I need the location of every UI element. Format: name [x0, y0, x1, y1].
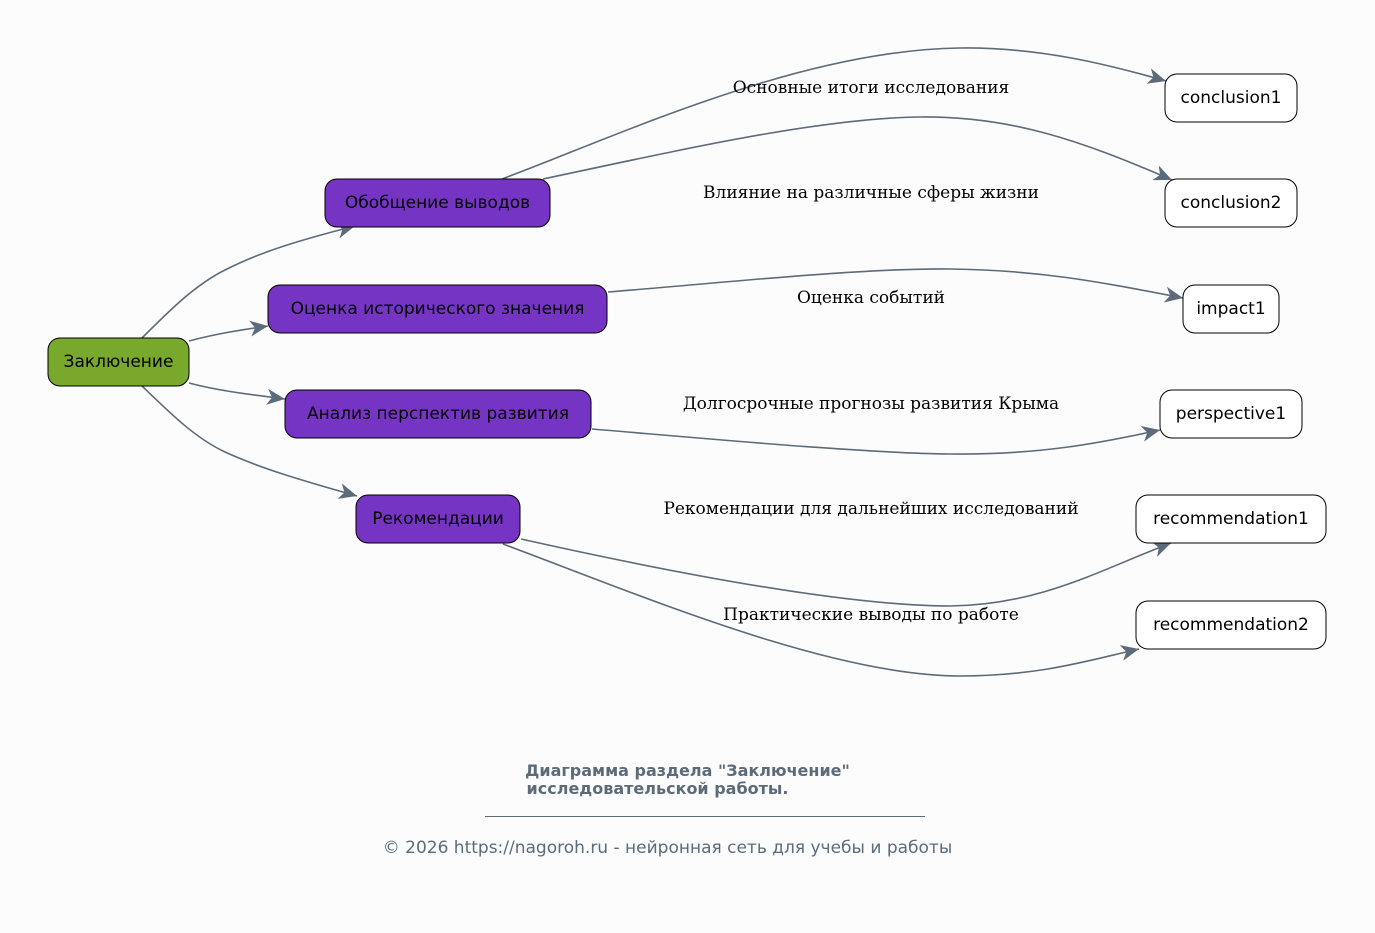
node-section[interactable]: Обобщение выводов — [324, 178, 551, 228]
edge-root-s2 — [188, 320, 269, 342]
node-leaf[interactable]: impact1 — [1182, 284, 1280, 334]
node-label: recommendation2 — [1153, 615, 1309, 635]
diagram-title: Диаграмма раздела "Заключение" исследова… — [0, 762, 1375, 798]
node-leaf[interactable]: perspective1 — [1159, 389, 1303, 439]
node-label: conclusion1 — [1181, 88, 1282, 108]
node-section[interactable]: Оценка исторического значения — [267, 284, 608, 334]
edge-label: Основные итоги исследования — [733, 78, 1010, 98]
node-label: Рекомендации — [372, 509, 504, 529]
edge-s4-l6 — [502, 543, 1140, 677]
node-root[interactable]: Заключение — [47, 337, 190, 387]
edge-label: Практические выводы по работе — [723, 605, 1019, 625]
edge-s4-l5 — [520, 538, 1172, 607]
edge-label: Долгосрочные прогнозы развития Крыма — [683, 394, 1059, 414]
edge-label: Рекомендации для дальнейших исследований — [663, 499, 1078, 519]
edge-root-s1 — [141, 222, 356, 339]
edge-s2-l3 — [607, 268, 1184, 303]
node-label: impact1 — [1196, 299, 1265, 319]
diagram-title-line1: Диаграмма раздела "Заключение" — [525, 761, 850, 780]
edge-s1-l1 — [501, 47, 1167, 180]
node-section[interactable]: Анализ перспектив развития — [284, 389, 592, 439]
node-label: perspective1 — [1176, 404, 1286, 424]
node-label: Обобщение выводов — [345, 193, 530, 213]
edge-root-s4 — [141, 385, 358, 499]
edge-label: Влияние на различные сферы жизни — [703, 183, 1039, 203]
node-label: Заключение — [64, 352, 174, 372]
footer-copyright: © 2026 https://nagoroh.ru - нейронная се… — [382, 838, 953, 858]
node-label: Оценка исторического значения — [291, 299, 585, 319]
node-leaf[interactable]: conclusion2 — [1164, 178, 1298, 228]
node-label: recommendation1 — [1153, 509, 1309, 529]
diagram-canvas: Основные итоги исследования Влияние на р… — [47, 47, 1327, 677]
edge-s1-l2 — [542, 116, 1173, 181]
node-leaf[interactable]: conclusion1 — [1164, 73, 1298, 123]
node-label: Анализ перспектив развития — [307, 404, 569, 424]
node-section[interactable]: Рекомендации — [355, 494, 521, 544]
edge-root-s3 — [188, 382, 286, 405]
edge-label: Оценка событий — [797, 288, 945, 308]
diagram-title-line2: исследовательской работы. — [526, 779, 789, 798]
node-label: conclusion2 — [1181, 193, 1282, 213]
node-leaf[interactable]: recommendation1 — [1135, 494, 1327, 544]
node-leaf[interactable]: recommendation2 — [1135, 600, 1327, 650]
edge-s3-l4 — [591, 425, 1161, 455]
divider — [485, 816, 925, 817]
